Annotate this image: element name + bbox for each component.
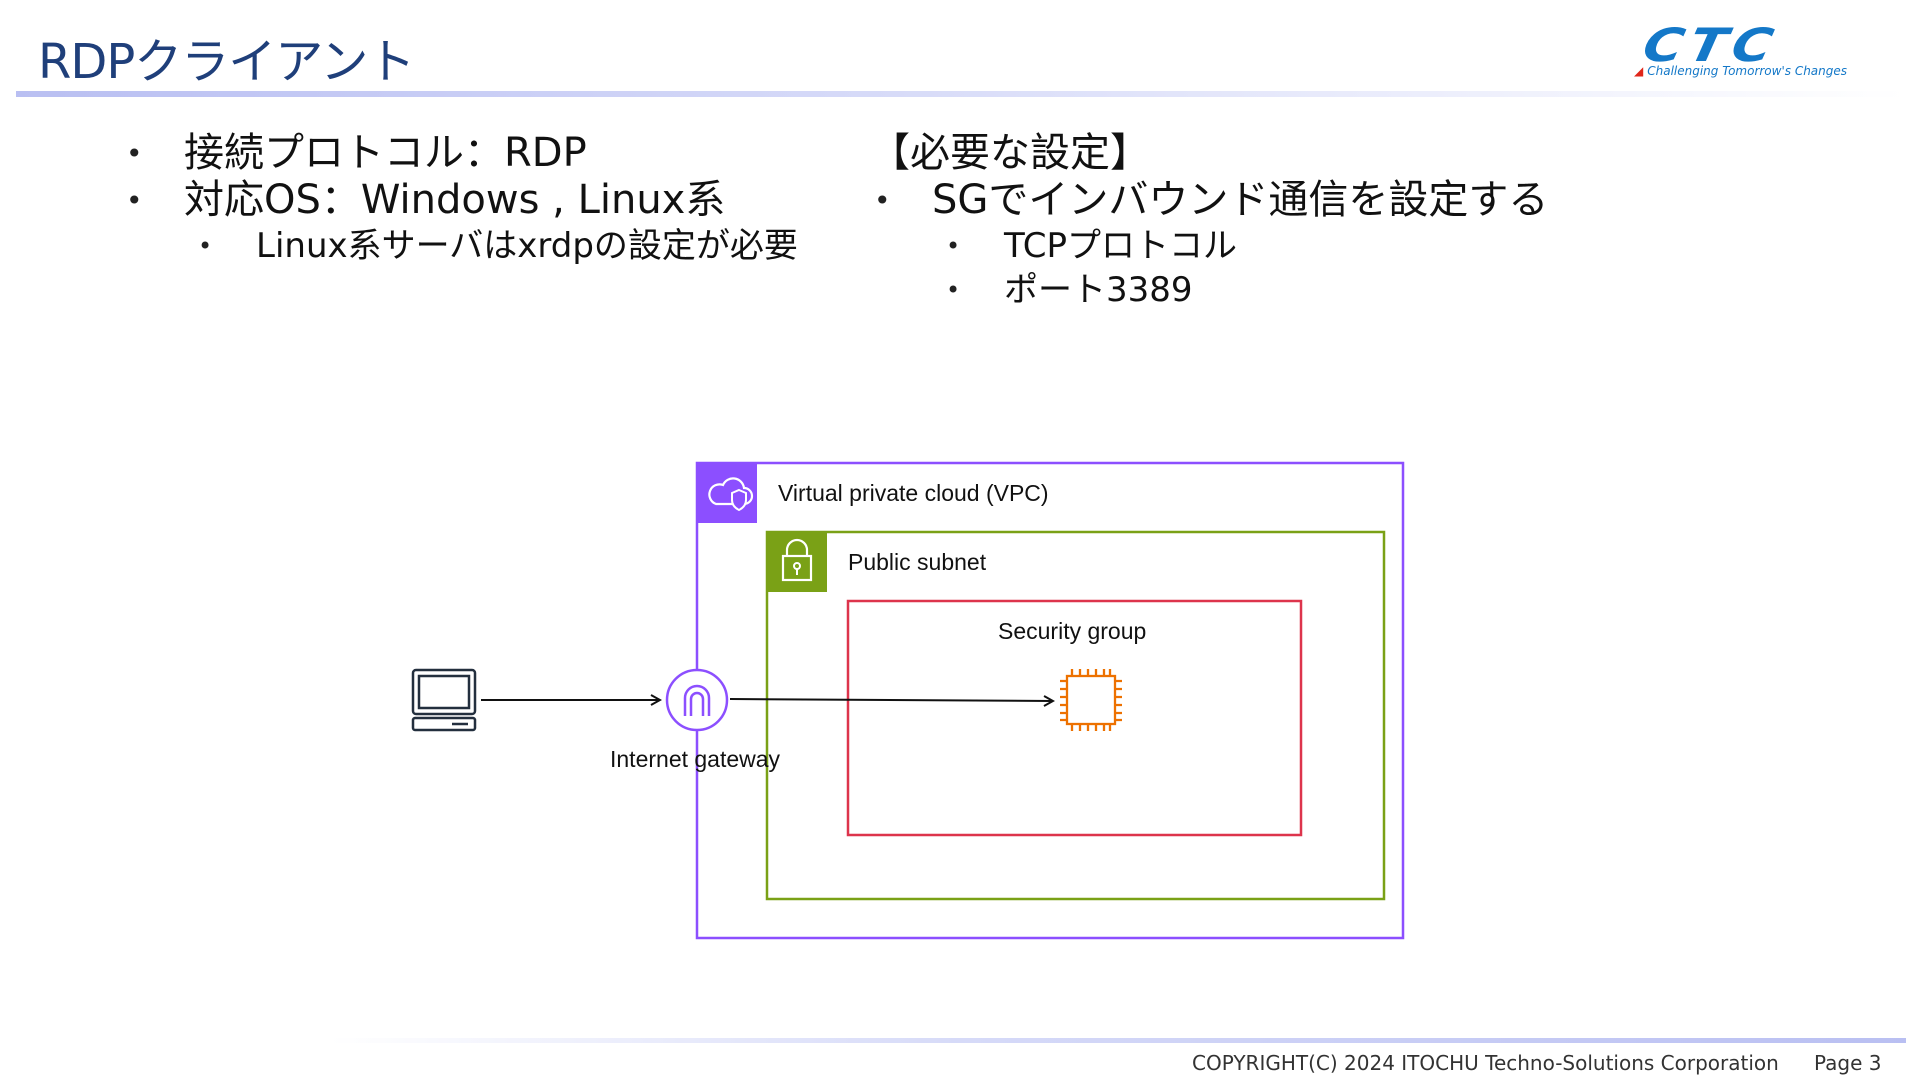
left-bullet-list: 接続プロトコル：RDP 対応OS：Windows , Linux系 Linux系… bbox=[126, 130, 798, 268]
public-subnet-boundary bbox=[765, 530, 1386, 901]
security-group-label: Security group bbox=[998, 618, 1147, 644]
vpc-cloud-icon bbox=[697, 463, 757, 523]
logo-mark-icon: ◢ bbox=[1634, 64, 1644, 78]
footer-copyright: COPYRIGHT(C) 2024 ITOCHU Techno-Solution… bbox=[1192, 1051, 1779, 1075]
bullet-linux-note: Linux系サーバはxrdpの設定が必要 bbox=[126, 224, 798, 268]
settings-heading: 【必要な設定】 bbox=[870, 130, 1150, 176]
internet-gateway-icon bbox=[665, 668, 729, 732]
internet-gateway-label: Internet gateway bbox=[610, 746, 781, 772]
right-bullet-list: 【必要な設定】 SGでインバウンド通信を設定する TCPプロトコル ポート338… bbox=[870, 130, 1548, 312]
ctc-logo: CTC ◢Challenging Tomorrow's Changes bbox=[1622, 14, 1902, 82]
bullet-os: 対応OS：Windows , Linux系 bbox=[126, 177, 798, 224]
subnet-lock-icon bbox=[767, 532, 827, 592]
subnet-label: Public subnet bbox=[848, 549, 987, 575]
security-group-boundary bbox=[846, 599, 1303, 837]
slide-title: RDPクライアント bbox=[38, 34, 415, 90]
bullet-sg-inbound: SGでインバウンド通信を設定する bbox=[874, 177, 1548, 224]
footer-divider bbox=[330, 1038, 1906, 1043]
bullet-tcp: TCPプロトコル bbox=[874, 224, 1548, 268]
client-computer-icon bbox=[411, 668, 477, 732]
igw-to-ec2-arrow bbox=[729, 699, 1053, 701]
title-divider bbox=[16, 91, 1906, 97]
page-number: Page 3 bbox=[1814, 1051, 1882, 1075]
bullet-protocol: 接続プロトコル：RDP bbox=[126, 130, 798, 177]
vpc-label: Virtual private cloud (VPC) bbox=[778, 480, 1049, 506]
logo-tagline: ◢Challenging Tomorrow's Changes bbox=[1634, 64, 1847, 78]
ec2-instance-icon bbox=[1060, 669, 1122, 731]
logo-tagline-text: Challenging Tomorrow's Changes bbox=[1647, 64, 1848, 78]
bullet-port: ポート3389 bbox=[874, 268, 1548, 312]
